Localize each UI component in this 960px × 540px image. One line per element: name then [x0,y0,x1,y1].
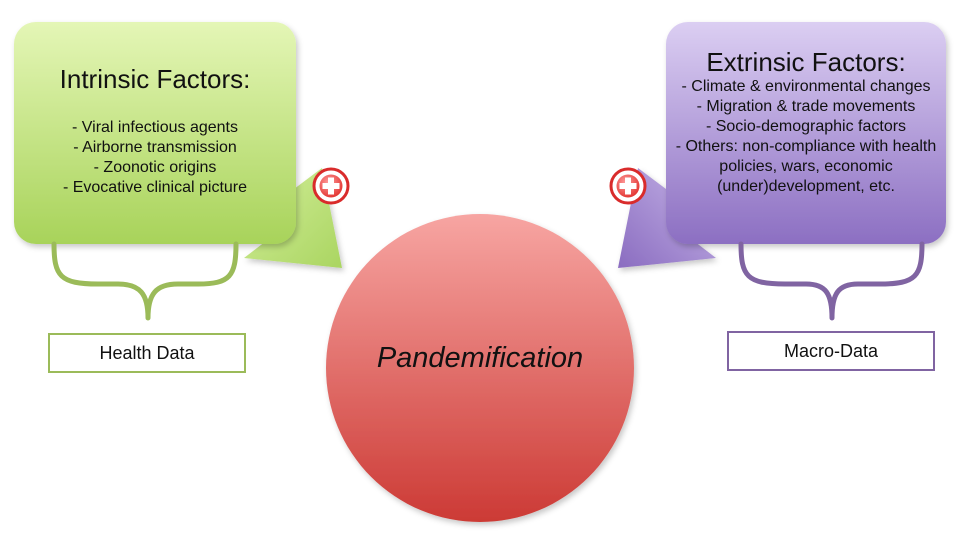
extrinsic-factors-box [666,22,946,244]
health-data-label: Health Data [48,333,246,373]
intrinsic-factors-box [14,22,296,244]
macro-data-label: Macro-Data [727,331,935,371]
intrinsic-factors-list: - Viral infectious agents - Airborne tra… [20,118,290,198]
extrinsic-factors-text: Extrinsic Factors: - Climate & environme… [672,47,940,197]
list-item: - Migration & trade movements [696,98,916,115]
list-item: - Socio-demographic factors [705,118,907,135]
list-item: - Others: non-compliance with health pol… [675,138,937,195]
list-item: - Evocative clinical picture [62,179,248,196]
pandemification-circle [326,214,634,522]
intrinsic-factors-title: Intrinsic Factors: [59,64,251,94]
intrinsic-factors-text: Intrinsic Factors: - Viral infectious ag… [20,64,290,198]
pandemification-label: Pandemification [376,342,584,374]
list-item: - Viral infectious agents [71,119,238,136]
plus-icon [609,167,647,205]
plus-icon [312,167,350,205]
list-item: - Climate & environmental changes [681,78,931,95]
macro-data-brace [738,241,925,321]
extrinsic-factors-title: Extrinsic Factors: [706,47,906,77]
list-item: - Zoonotic origins [93,159,217,176]
list-item: - Airborne transmission [73,139,237,156]
health-data-brace [51,241,239,321]
extrinsic-factors-list: - Climate & environmental changes - Migr… [672,77,940,197]
